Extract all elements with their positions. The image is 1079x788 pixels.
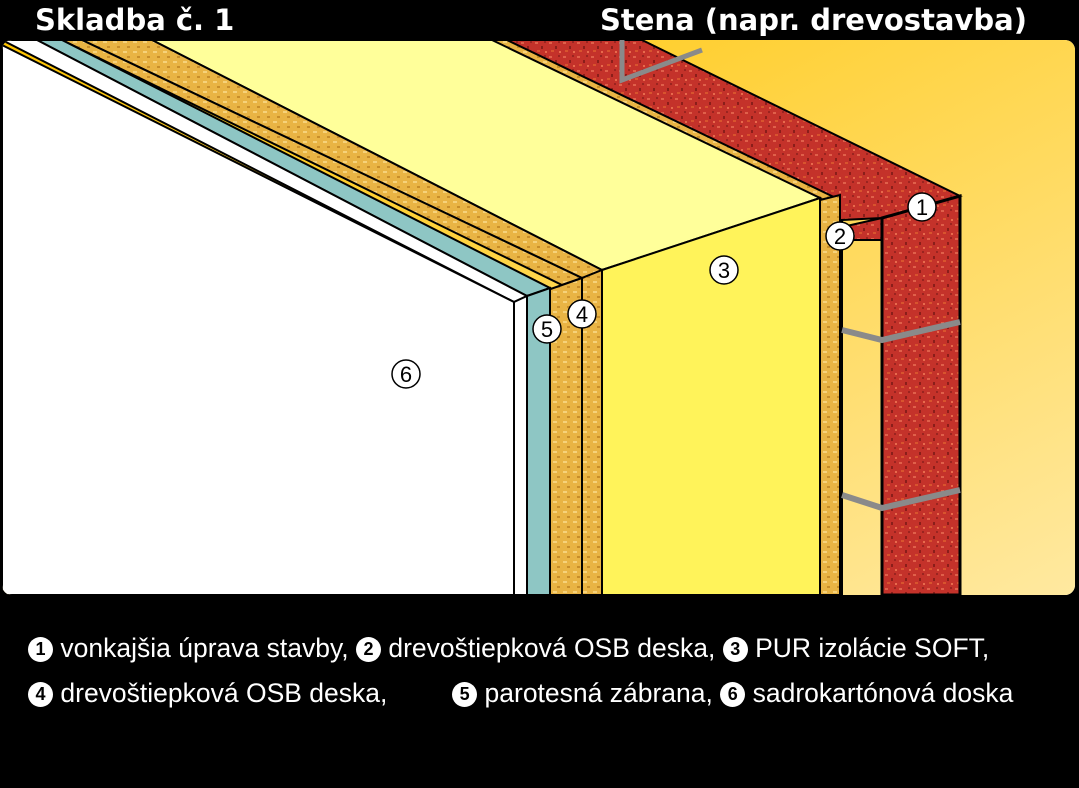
legend-number-4: 4 xyxy=(28,682,53,707)
legend-item-6: sadrokartónová doska xyxy=(752,678,1014,708)
svg-text:1: 1 xyxy=(916,195,928,220)
callout-4: 4 xyxy=(567,299,597,329)
wall-composition-diagram: 1 2 3 4 5 6 xyxy=(2,40,1075,595)
legend-text: 1 vonkajšia úprava stavby, 2 drevoštiepk… xyxy=(28,626,1058,716)
callout-6: 6 xyxy=(391,359,421,389)
diagram-title: Skladba č. 1 xyxy=(35,3,235,37)
callout-3: 3 xyxy=(709,255,739,285)
layer-1-brick xyxy=(505,40,963,595)
legend-number-2: 2 xyxy=(355,637,381,662)
layer-4-osb-inner xyxy=(61,40,605,595)
callout-2: 2 xyxy=(825,221,855,251)
svg-text:5: 5 xyxy=(541,317,553,342)
callout-5: 5 xyxy=(532,314,562,344)
callout-1: 1 xyxy=(907,192,937,222)
legend-item-3: PUR izolácie SOFT, xyxy=(755,633,990,663)
legend-item-2: drevoštiepková OSB deska, xyxy=(388,633,716,663)
legend-item-5: parotesná zábrana, xyxy=(484,678,713,708)
svg-text:4: 4 xyxy=(576,302,588,327)
svg-text:3: 3 xyxy=(718,258,730,283)
layer-6-gypsum-board xyxy=(2,40,530,595)
legend-number-5: 5 xyxy=(452,682,478,707)
legend-item-4: drevoštiepková OSB deska, xyxy=(60,678,388,708)
legend-item-1: vonkajšia úprava stavby, xyxy=(60,633,349,663)
diagram-subtitle: Stena (napr. drevostavba) xyxy=(600,3,1027,37)
svg-text:2: 2 xyxy=(834,224,846,249)
svg-text:6: 6 xyxy=(400,362,412,387)
legend-number-1: 1 xyxy=(28,637,53,662)
legend-number-3: 3 xyxy=(722,637,748,662)
legend-panel: 1 vonkajšia úprava stavby, 2 drevoštiepk… xyxy=(3,606,1074,771)
legend-number-6: 6 xyxy=(720,682,746,707)
